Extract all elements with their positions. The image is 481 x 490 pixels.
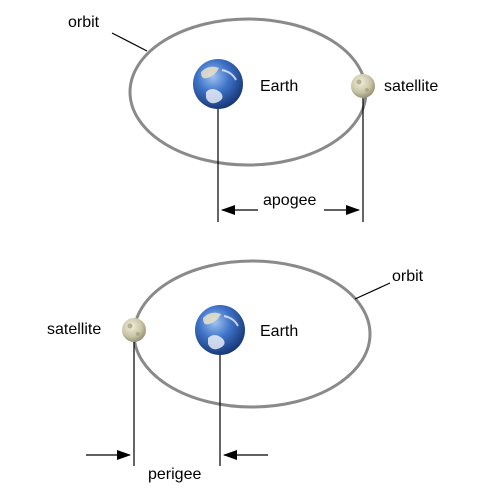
apogee-panel: orbit Earth satellite apogee: [68, 14, 438, 222]
earth-icon: [193, 59, 243, 109]
orbit-leader-line: [111, 32, 148, 52]
satellite-label: satellite: [47, 321, 101, 338]
apogee-label: apogee: [263, 192, 316, 209]
satellite-label: satellite: [384, 78, 438, 95]
orbit-ellipse: [128, 17, 368, 167]
perigee-label: perigee: [148, 466, 201, 483]
orbit-leader-line: [354, 282, 391, 300]
orbit-label: orbit: [68, 14, 100, 31]
orbit-label: orbit: [392, 268, 424, 285]
earth-label: Earth: [260, 78, 298, 95]
satellite-icon: [351, 74, 375, 98]
earth-icon: [195, 305, 245, 355]
earth-label: Earth: [260, 323, 298, 340]
orbit-ellipse: [132, 259, 372, 409]
perigee-panel: orbit Earth satellite perigee: [47, 259, 424, 483]
satellite-icon: [122, 318, 146, 342]
